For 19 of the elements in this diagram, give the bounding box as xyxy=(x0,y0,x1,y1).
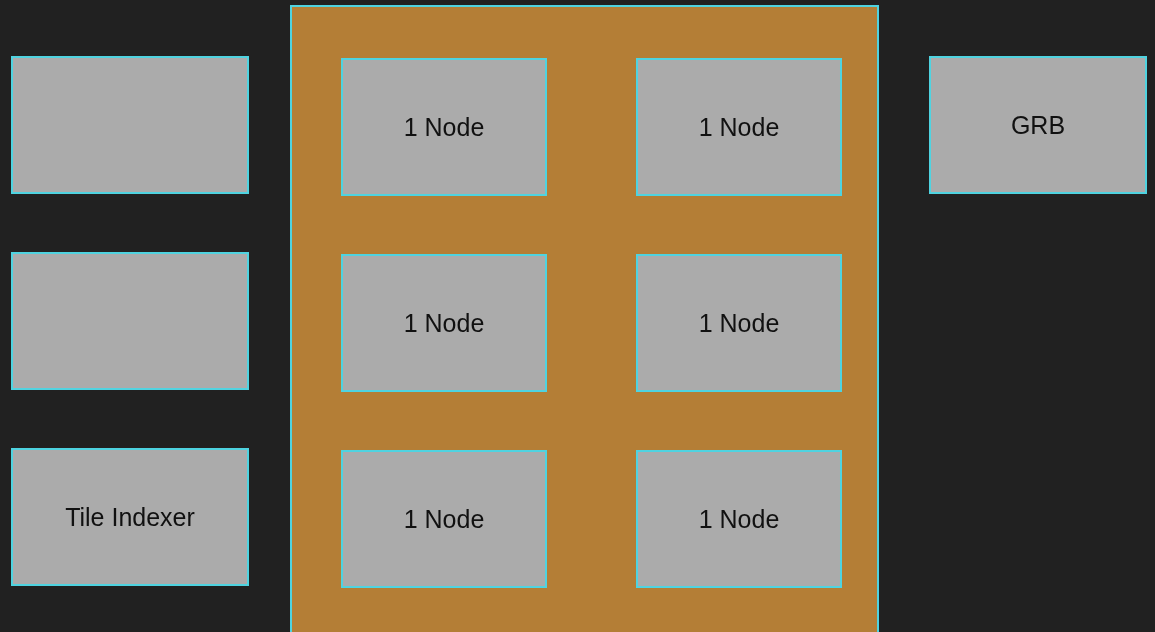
container-panel xyxy=(290,5,879,632)
process-box xyxy=(11,448,249,586)
node-label: 1 Node xyxy=(403,308,485,338)
process-box xyxy=(341,254,547,392)
process-box xyxy=(11,56,249,194)
node-label: 1 Node xyxy=(698,308,780,338)
node-label: 1 Node xyxy=(403,112,485,142)
process-box xyxy=(636,254,842,392)
node-label: 1 Node xyxy=(698,112,780,142)
process-box xyxy=(341,58,547,196)
process-box xyxy=(636,58,842,196)
node-label: 1 Node xyxy=(403,504,485,534)
node-label: 1 Node xyxy=(698,504,780,534)
node-label: Tile Indexer xyxy=(65,502,195,532)
process-box xyxy=(929,56,1147,194)
process-box xyxy=(11,252,249,390)
node-label: GRB xyxy=(1010,110,1066,140)
process-box xyxy=(636,450,842,588)
process-box xyxy=(341,450,547,588)
